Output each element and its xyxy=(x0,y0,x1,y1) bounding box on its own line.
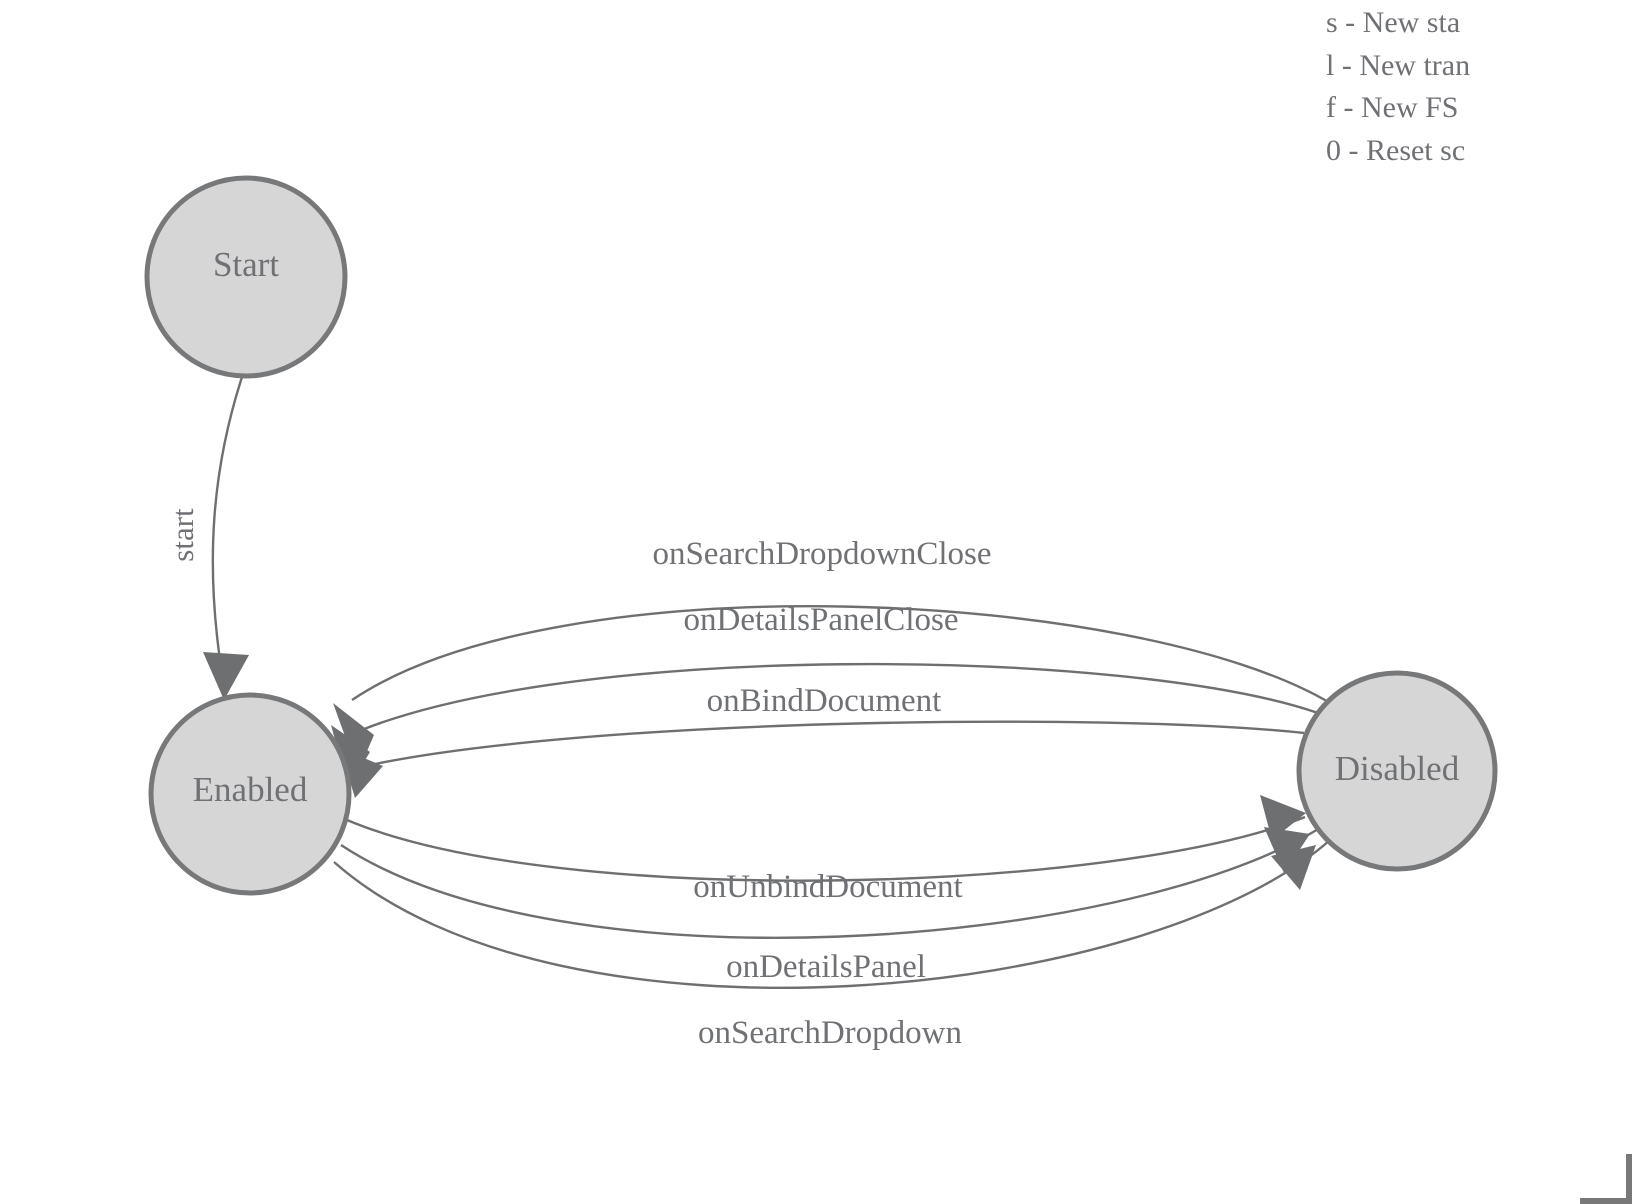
transition-onunbinddocument-label: onUnbindDocument xyxy=(693,869,962,905)
resize-grip[interactable] xyxy=(1480,1120,1632,1204)
transition-onsearchdropdown-path[interactable] xyxy=(333,839,1331,990)
transition-start[interactable]: start xyxy=(165,376,249,700)
state-start-circle[interactable] xyxy=(144,175,348,379)
transition-onsearchdropdown-label: onSearchDropdown xyxy=(698,1015,962,1051)
resize-grip-vertical-bar xyxy=(1626,1154,1632,1204)
transition-onunbinddocument-path[interactable] xyxy=(346,815,1306,882)
transition-onsearchdropdown[interactable]: onSearchDropdown xyxy=(333,839,1331,1051)
state-disabled-circle[interactable] xyxy=(1296,670,1498,872)
state-node-disabled[interactable]: Disabled xyxy=(1296,670,1498,872)
transition-ondetailspanel-arrowhead xyxy=(1264,827,1310,873)
transition-onsearchdropdownclose[interactable]: onSearchDropdownClose xyxy=(333,536,1331,772)
state-node-enabled[interactable]: Enabled xyxy=(148,692,352,896)
transition-onbinddocument-path[interactable] xyxy=(347,720,1305,772)
transition-start-label: start xyxy=(165,508,200,562)
transition-onbinddocument[interactable]: onBindDocument xyxy=(340,683,1305,798)
help-line-new-state: s - New sta xyxy=(1326,6,1461,39)
transition-onsearchdropdownclose-label: onSearchDropdownClose xyxy=(652,536,991,572)
transition-ondetailspanelclose[interactable]: onDetailsPanelClose xyxy=(331,602,1319,788)
transition-onsearchdropdownclose-path[interactable] xyxy=(351,605,1331,705)
transition-start-path[interactable] xyxy=(211,376,244,661)
transition-onbinddocument-label: onBindDocument xyxy=(707,683,942,719)
state-start-label: Start xyxy=(213,245,279,284)
state-enabled-circle[interactable] xyxy=(148,692,352,896)
transition-onsearchdropdown-arrowhead xyxy=(1271,845,1316,890)
resize-grip-horizontal-bar xyxy=(1580,1198,1632,1204)
transition-onunbinddocument[interactable]: onUnbindDocument xyxy=(346,795,1306,905)
transition-ondetailspanelclose-label: onDetailsPanelClose xyxy=(684,602,959,638)
help-line-reset: 0 - Reset sc xyxy=(1326,133,1466,167)
transition-start-arrowhead xyxy=(203,652,249,700)
transition-ondetailspanel-label: onDetailsPanel xyxy=(726,949,926,985)
transition-ondetailspanel-path[interactable] xyxy=(340,826,1321,939)
help-line-new-transition: l - New tran xyxy=(1326,48,1471,82)
transition-ondetailspanelclose-path[interactable] xyxy=(344,662,1319,739)
state-enabled-label: Enabled xyxy=(193,770,308,809)
help-line-new-fsm: f - New FS xyxy=(1326,91,1459,125)
help-legend: s - New sta l - New tran f - New FS 0 - … xyxy=(1326,2,1632,172)
state-node-start[interactable]: Start xyxy=(144,175,348,379)
transition-onbinddocument-arrowhead xyxy=(340,748,383,798)
transition-ondetailspanel[interactable]: onDetailsPanel xyxy=(340,826,1321,985)
state-disabled-label: Disabled xyxy=(1335,749,1460,788)
